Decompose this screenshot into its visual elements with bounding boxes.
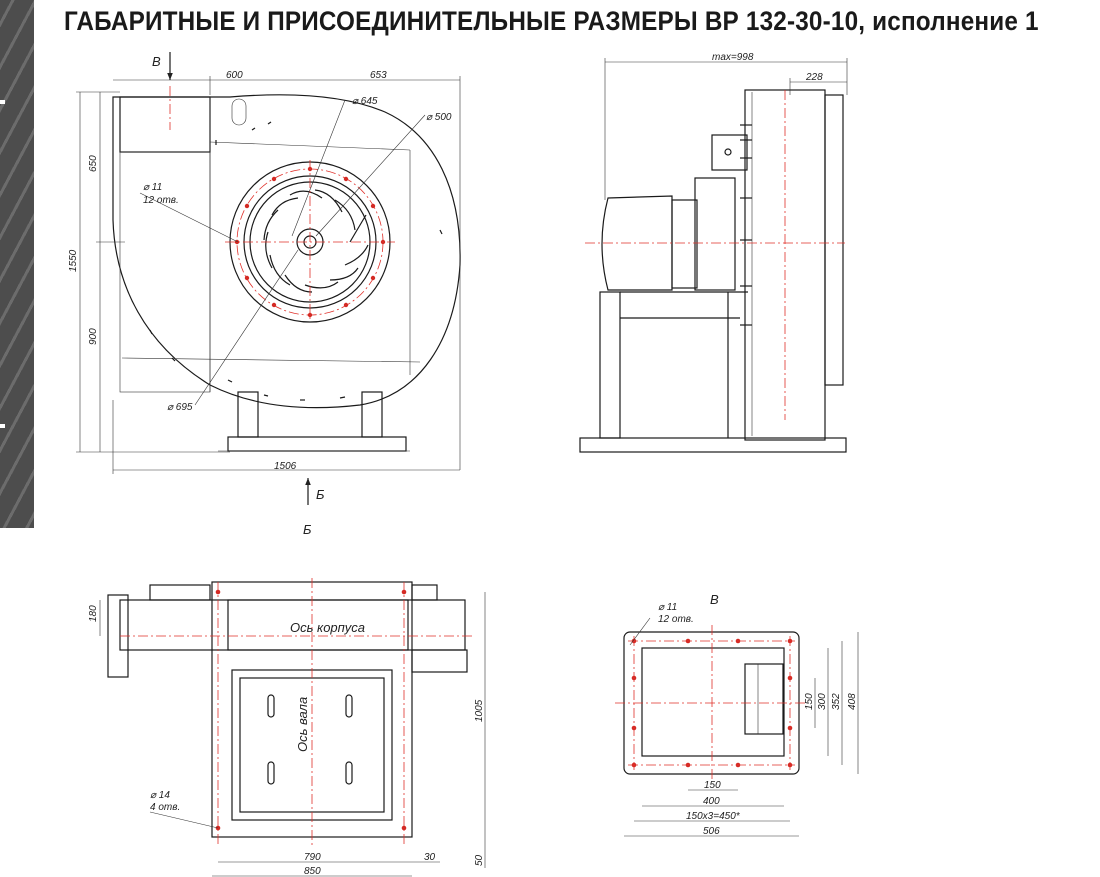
side-view (579, 58, 848, 453)
view-bb-caption: Б (303, 522, 312, 537)
duct-top-right (411, 584, 438, 601)
motor-flange (671, 199, 698, 289)
dim-max998: max=998 (712, 52, 754, 63)
motor-adapter (694, 177, 736, 291)
page-title: ГАБАРИТНЫЕ И ПРИСОЕДИНИТЕЛЬНЫЕ РАЗМЕРЫ В… (64, 6, 1039, 36)
side-frame-left (599, 291, 621, 439)
view-b-label: В (152, 54, 161, 69)
housing-marks (149, 121, 443, 401)
dim-650: 650 (88, 155, 99, 172)
front-view-labels: В 600 653 ⌀ 645 ⌀ 500 ⌀ 11 12 отв. ⌀ 695… (68, 54, 452, 537)
housing-bolts (740, 124, 752, 326)
housing-body (119, 599, 466, 651)
dim-790: 790 (304, 852, 321, 863)
dia-14: ⌀ 14 (150, 790, 170, 801)
front-view (76, 52, 461, 505)
dim-1005: 1005 (474, 699, 485, 722)
leader-500 (315, 114, 426, 237)
dim-400: 400 (703, 796, 720, 807)
outlet-duct (119, 96, 211, 153)
outlet-flange-side (824, 94, 844, 386)
dim-180: 180 (88, 605, 99, 622)
dia-11: ⌀ 11 (143, 182, 162, 193)
bottom-view (99, 578, 486, 877)
decorative-stripe-bar (0, 0, 34, 528)
axis-body-label: Ось корпуса (290, 620, 365, 635)
outlet-slot (231, 98, 247, 126)
dia-500: ⌀ 500 (426, 112, 452, 123)
dim-1550: 1550 (68, 249, 79, 272)
duct-top (149, 584, 211, 601)
dim-506: 506 (703, 826, 720, 837)
leader-645 (291, 99, 346, 237)
flange-holes-12: 12 отв. (658, 614, 694, 625)
dim-30: 30 (424, 852, 436, 863)
leader-14 (149, 811, 219, 829)
base-plate (227, 436, 407, 452)
frame-line-top (209, 141, 411, 151)
bracket-hole (724, 148, 732, 156)
impeller-blades (263, 189, 369, 293)
dim-850: 850 (304, 866, 321, 877)
leader-11-flange (629, 617, 651, 646)
support-leg-right (361, 391, 383, 438)
volute-housing (112, 94, 461, 409)
dim-1506: 1506 (274, 461, 297, 472)
view-bb-label: Б (316, 487, 325, 502)
dim-50: 50 (474, 854, 485, 866)
side-frame-left (119, 151, 211, 393)
dim-653: 653 (370, 70, 387, 81)
flange-view-label: В (710, 592, 719, 607)
holes-4: 4 отв. (150, 802, 180, 813)
axis-shaft-label: Ось вала (295, 697, 310, 752)
side-base (579, 437, 847, 453)
dim-408: 408 (847, 693, 858, 710)
motor-body (601, 195, 673, 291)
dim-352: 352 (831, 693, 842, 710)
flange-opening (641, 647, 785, 757)
stripe-tick-bottom (0, 424, 5, 428)
bracket-plate (711, 134, 748, 171)
flange-view (615, 617, 859, 837)
dia-695: ⌀ 695 (167, 402, 193, 413)
flange-dia-11: ⌀ 11 (658, 602, 677, 613)
dia-645: ⌀ 645 (352, 96, 378, 107)
frame-line-bottom (121, 357, 421, 363)
holes-12: 12 отв. (143, 195, 179, 206)
housing-right-ext (411, 649, 468, 673)
motor-slots (267, 694, 353, 785)
stripe-tick-top (0, 100, 5, 104)
dim-150-vertical: 150 (804, 693, 815, 710)
opening-insert (744, 663, 784, 735)
side-view-labels: max=998 228 (712, 52, 823, 83)
dim-228: 228 (805, 72, 823, 83)
bottom-view-labels: 180 Ось корпуса Ось вала 1005 ⌀ 14 4 отв… (88, 605, 485, 877)
leader-11 (139, 192, 239, 243)
dim-150-horizontal: 150 (704, 780, 721, 791)
dim-150x3: 150х3=450* (686, 811, 741, 822)
dim-600: 600 (226, 70, 243, 81)
flange-view-labels: В ⌀ 11 12 отв. 150 300 352 408 150 400 1… (658, 592, 858, 837)
leader-695 (194, 249, 299, 406)
dim-300: 300 (817, 693, 828, 710)
dim-900: 900 (88, 328, 99, 345)
